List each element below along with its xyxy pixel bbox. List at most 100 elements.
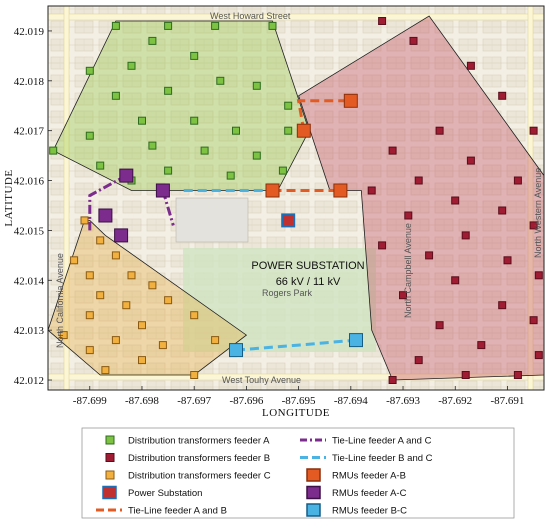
point-series-2-15 xyxy=(529,221,538,230)
point-series-3-17 xyxy=(59,331,68,340)
point-series-5-1 xyxy=(265,183,280,198)
point-series-3-19 xyxy=(138,356,146,365)
point-series-3-11 xyxy=(85,311,94,320)
point-series-5-4 xyxy=(333,183,348,198)
legend-swatch-1 xyxy=(105,435,115,445)
legend-label-6: RMUs feeder A-B xyxy=(332,471,406,482)
legend-swatch-6 xyxy=(306,468,321,482)
x-tick-label-7: -87.693 xyxy=(386,395,420,407)
point-series-1-4 xyxy=(211,21,220,30)
point-series-2-7 xyxy=(388,146,397,155)
legend-label-5: Distribution transformers feeder C xyxy=(128,471,271,482)
x-tick-label-1: -87.699 xyxy=(73,395,107,407)
point-series-1-23 xyxy=(96,161,105,170)
point-series-2-31 xyxy=(513,371,522,379)
legend-swatch-7 xyxy=(102,485,117,500)
point-series-2-8 xyxy=(466,156,475,165)
legend-label-8: RMUs feeder A-C xyxy=(332,488,407,499)
tie-line-2-1 xyxy=(88,174,128,231)
point-series-1-18 xyxy=(284,126,293,135)
point-series-3-12 xyxy=(138,321,146,330)
point-series-3-21 xyxy=(101,366,110,375)
legend-label-1: Distribution transformers feeder A xyxy=(128,436,270,447)
point-series-2-12 xyxy=(451,196,460,205)
plot-frame xyxy=(47,5,545,391)
point-series-5-2 xyxy=(296,123,311,138)
legend-swatch-3 xyxy=(105,453,115,462)
point-series-2-22 xyxy=(399,291,407,300)
point-series-2-20 xyxy=(534,271,543,280)
point-series-1-9 xyxy=(85,66,94,75)
legend-swatch-8 xyxy=(306,485,321,500)
point-series-1-25 xyxy=(226,171,235,180)
point-series-2-9 xyxy=(513,176,522,185)
region-feeder-B xyxy=(298,15,544,381)
legend-label-3: Distribution transformers feeder B xyxy=(128,453,270,464)
point-series-2-13 xyxy=(498,206,507,215)
annotation-power-substation: POWER SUBSTATION xyxy=(251,260,364,272)
main-road-bottom xyxy=(48,373,544,381)
point-series-2-4 xyxy=(498,91,507,100)
y-tick-label-7: 42.018 xyxy=(14,76,45,88)
y-tick-label-6: 42.017 xyxy=(14,126,45,138)
point-series-1-2 xyxy=(111,21,120,30)
point-series-1-8 xyxy=(127,61,136,70)
point-series-3-3 xyxy=(70,256,79,265)
feeder-regions xyxy=(48,15,544,381)
point-series-1-12 xyxy=(111,91,120,100)
y-tick-label-8: 42.019 xyxy=(14,26,45,38)
label-north-california-avenue: North California Avenue xyxy=(55,253,65,348)
point-series-3-9 xyxy=(122,301,131,310)
point-series-1-15 xyxy=(138,116,146,125)
point-series-2-11 xyxy=(367,186,376,195)
legend-label-7: Power Substation xyxy=(128,488,202,499)
legend: Distribution transformers feeder A Tie-Li… xyxy=(81,427,515,519)
x-tick-label-4: -87.696 xyxy=(229,395,263,407)
point-series-3-16 xyxy=(211,336,220,345)
x-axis-title: LONGITUDE xyxy=(262,407,330,419)
point-series-1-14 xyxy=(284,101,293,110)
point-series-2-19 xyxy=(503,256,512,265)
point-series-1-21 xyxy=(200,146,209,155)
point-series-1-10 xyxy=(216,76,225,85)
point-series-1-6 xyxy=(148,36,157,45)
legend-swatch-10 xyxy=(306,503,321,517)
tie-line-1-2 xyxy=(296,99,351,131)
point-series-2-5 xyxy=(529,126,538,135)
label-rogers-park: Rogers Park xyxy=(262,288,313,298)
legend-swatch-5 xyxy=(105,470,115,480)
chart-points xyxy=(49,17,543,384)
point-series-3-10 xyxy=(164,296,173,305)
point-series-2-27 xyxy=(534,351,543,360)
point-series-4-1 xyxy=(281,213,296,228)
point-series-3-14 xyxy=(111,336,120,345)
y-tick-label-4: 42.015 xyxy=(14,225,45,237)
point-series-2-6 xyxy=(435,126,444,135)
point-series-1-3 xyxy=(164,21,173,30)
x-tick-label-8: -87.692 xyxy=(438,395,472,407)
point-series-2-24 xyxy=(529,316,538,325)
point-series-1-20 xyxy=(148,141,157,150)
point-series-2-29 xyxy=(388,376,397,384)
point-series-3-20 xyxy=(190,371,199,379)
point-series-2-3 xyxy=(466,61,475,70)
point-series-3-5 xyxy=(85,271,94,280)
legend-box xyxy=(81,427,515,519)
point-series-3-8 xyxy=(148,281,157,290)
point-series-2-1 xyxy=(378,17,387,25)
point-series-2-2 xyxy=(409,36,418,45)
point-series-3-6 xyxy=(127,271,136,280)
point-series-1-5 xyxy=(268,21,277,30)
legend-label-9: Tie-Line feeder A and B xyxy=(128,506,227,517)
axis-ticks: -87.699-87.698-87.697-87.696-87.695-87.6… xyxy=(14,26,525,407)
point-series-3-7 xyxy=(96,291,105,300)
point-series-2-30 xyxy=(461,371,470,379)
point-series-2-10 xyxy=(414,176,423,185)
point-series-6-2 xyxy=(155,183,170,198)
y-tick-label-1: 42.012 xyxy=(14,375,44,387)
region-feeder-C xyxy=(48,219,248,376)
x-tick-label-3: -87.697 xyxy=(177,395,211,407)
label-north-western-avenue: North Western Avenue xyxy=(533,168,543,258)
legend-label-2: Tie-Line feeder A and C xyxy=(332,436,432,447)
